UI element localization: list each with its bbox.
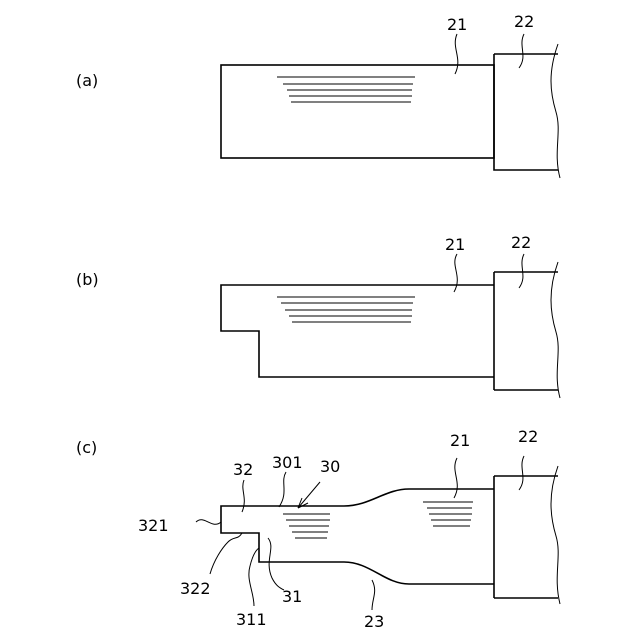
- leader-line-21: [454, 254, 457, 292]
- label-30: 30: [320, 457, 340, 476]
- panel-c-tag: (c): [76, 438, 97, 457]
- leader-line-22: [519, 254, 524, 288]
- leader-line-322: [210, 533, 242, 574]
- break-line: [551, 44, 560, 178]
- label-32: 32: [233, 460, 253, 479]
- leader-line-301: [279, 472, 286, 507]
- label-21: 21: [447, 15, 467, 34]
- leader-line-311: [249, 548, 259, 606]
- label-301: 301: [272, 453, 303, 472]
- leader-line-21: [454, 458, 457, 498]
- label-22: 22: [518, 427, 538, 446]
- label-22: 22: [511, 233, 531, 252]
- panel-b: (b) 21 22: [76, 233, 560, 398]
- holder-body: [494, 54, 558, 170]
- hatch-lines: [277, 297, 415, 322]
- label-31: 31: [282, 587, 302, 606]
- break-line: [551, 262, 560, 398]
- label-21: 21: [445, 235, 465, 254]
- leader-line-32: [242, 480, 244, 512]
- hatch-lines-end-part: [283, 514, 330, 538]
- leader-line-22: [519, 34, 524, 68]
- tapered-tip-body: [221, 489, 494, 584]
- break-line: [551, 466, 560, 604]
- label-22: 22: [514, 12, 534, 31]
- label-311: 311: [236, 610, 267, 629]
- panel-b-tag: (b): [76, 270, 99, 289]
- panel-a: (a) 21 22: [76, 12, 560, 178]
- panel-a-tag: (a): [76, 71, 98, 90]
- hatch-lines: [277, 77, 415, 102]
- stepped-tip-body: [221, 285, 494, 377]
- tip-body: [221, 65, 494, 158]
- leader-line-30: [298, 482, 320, 508]
- label-322: 322: [180, 579, 211, 598]
- leader-line-321: [196, 520, 221, 525]
- hatch-lines-tip: [423, 502, 473, 526]
- leader-line-21: [455, 34, 458, 74]
- label-23: 23: [364, 612, 384, 631]
- panel-c: (c) 21: [76, 427, 560, 631]
- label-321: 321: [138, 516, 169, 535]
- leader-line-31: [268, 538, 284, 590]
- label-21: 21: [450, 431, 470, 450]
- leader-line-22: [519, 456, 524, 490]
- leader-line-23: [372, 580, 375, 610]
